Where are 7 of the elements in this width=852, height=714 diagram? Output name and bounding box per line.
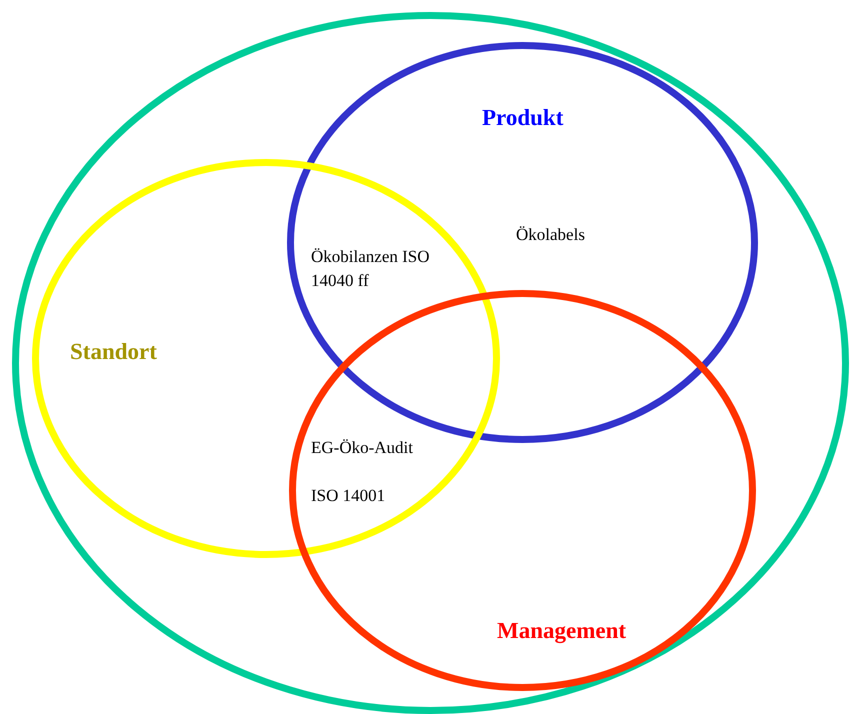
set-label: Produkt <box>482 104 564 132</box>
set-label: Standort <box>70 338 157 366</box>
set-item-text: Ökolabels <box>516 224 585 246</box>
intersection-text: EG-Öko-Audit <box>311 437 414 459</box>
set-label: Management <box>497 617 626 646</box>
intersection-text: Ökobilanzen ISO 14040 ff <box>311 246 431 292</box>
intersection-text: ISO 14001 <box>311 485 386 507</box>
